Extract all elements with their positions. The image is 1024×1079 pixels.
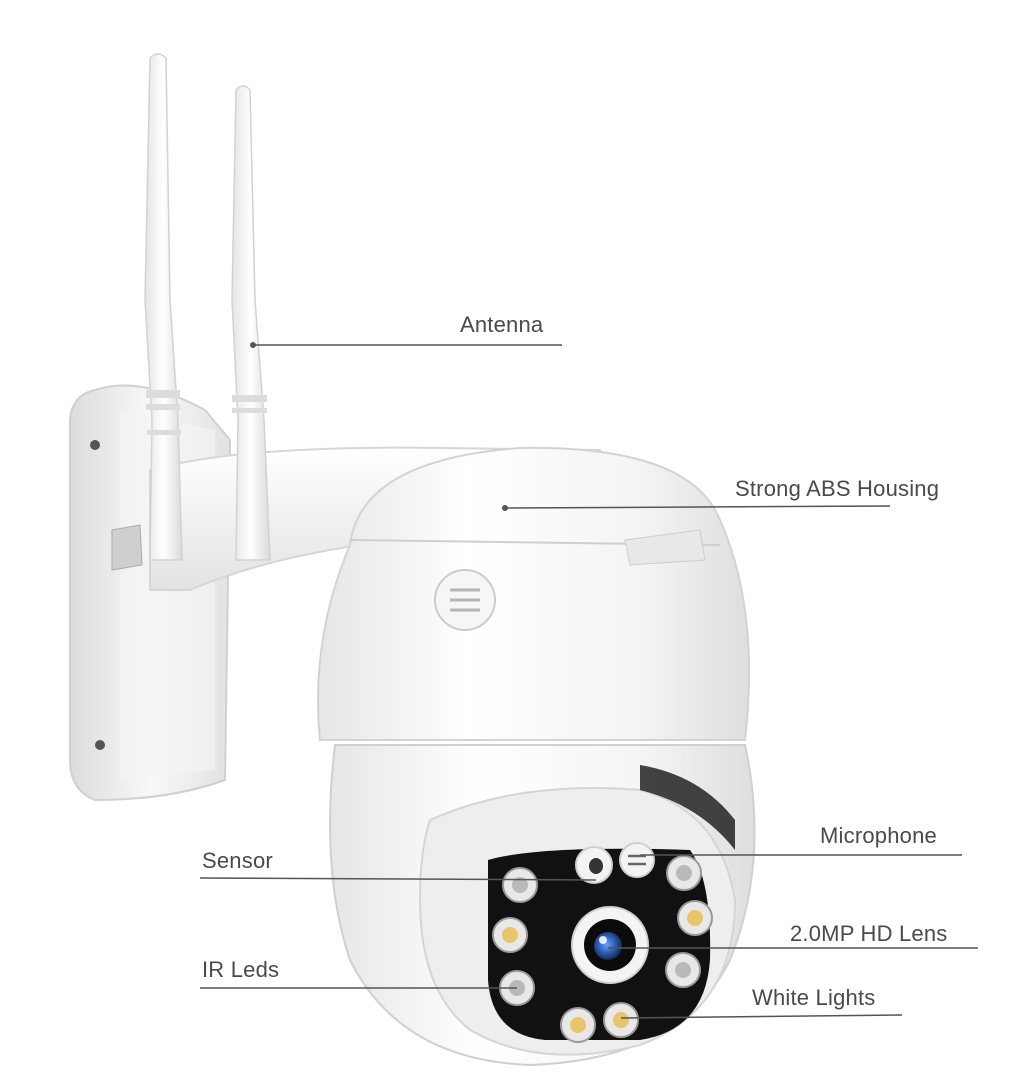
white-light-led [603,1002,639,1038]
wall-mount-plate [69,384,232,802]
white-lights-callout-line [620,1014,903,1019]
antenna-right [231,85,271,561]
antenna-left [144,53,183,561]
callout-dots [250,342,508,511]
sensor-icon [575,846,613,884]
housing-label: Strong ABS Housing [735,476,940,501]
white-light-led [677,900,713,936]
microphone-icon [619,842,655,878]
speaker-grill-icon [434,569,496,631]
ir-leds-label: IR Leds [202,957,280,982]
housing-callout-line [504,505,891,509]
sensor-callout-line [199,877,597,881]
microphone-label: Microphone [820,823,937,848]
antenna-label: Antenna [460,312,544,337]
ir-led [665,952,701,988]
callout-lines [199,344,978,1019]
white-lights-label: White Lights [752,985,876,1010]
hd-lens [571,906,649,984]
lens-label: 2.0MP HD Lens [790,921,948,946]
upper-housing [317,446,751,741]
ir-led [666,855,702,891]
sensor-label: Sensor [202,848,273,873]
white-light-led [560,1007,596,1043]
white-light-led [492,917,528,953]
ir-led [502,867,538,903]
